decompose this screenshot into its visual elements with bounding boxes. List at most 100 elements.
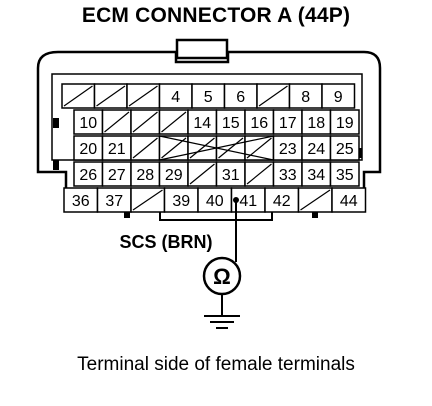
pin-label: 33	[279, 167, 297, 184]
connector-latch	[175, 38, 229, 60]
pin-28: 28	[130, 161, 161, 187]
pin-label: 41	[239, 193, 257, 210]
pin-cell	[191, 83, 226, 109]
pin-label: 29	[165, 167, 183, 184]
pin-4: 4	[158, 83, 193, 109]
pin-label: 15	[222, 115, 240, 132]
pin-cell	[197, 187, 233, 213]
pin-cell	[264, 187, 300, 213]
unused-pin-slash	[63, 85, 93, 107]
unused-pin-slash	[161, 111, 187, 133]
pin-20: 20	[73, 135, 104, 161]
pin-label: 19	[336, 115, 354, 132]
probe-label: SCS (BRN)	[120, 232, 213, 252]
pin-blank	[130, 135, 161, 161]
pin-24: 24	[301, 135, 332, 161]
probe-tip	[233, 197, 239, 203]
pin-label: 23	[279, 141, 297, 158]
pin-9: 9	[321, 83, 356, 109]
bottom-key-right	[312, 210, 318, 218]
pin-label: 5	[204, 89, 213, 106]
pin-44: 44	[331, 187, 367, 213]
pin-10: 10	[73, 109, 104, 135]
pin-cell	[301, 109, 332, 135]
pin-35: 35	[329, 161, 360, 187]
unused-pin-slash	[218, 137, 244, 159]
pin-blank	[244, 135, 275, 161]
pin-cell	[163, 187, 199, 213]
pin-39: 39	[163, 187, 199, 213]
pin-42: 42	[264, 187, 300, 213]
pin-blank	[158, 135, 189, 161]
pin-label: 24	[307, 141, 325, 158]
pin-cell	[158, 161, 189, 187]
pin-label: 34	[307, 167, 325, 184]
pin-36: 36	[63, 187, 99, 213]
pin-cell	[187, 109, 218, 135]
pin-label: 20	[79, 141, 97, 158]
ground-icon	[204, 315, 240, 329]
pin-6: 6	[223, 83, 258, 109]
pin-label: 8	[301, 89, 310, 106]
pin-37: 37	[96, 187, 132, 213]
pin-label: 40	[206, 193, 224, 210]
pin-33: 33	[272, 161, 303, 187]
pin-label: 14	[193, 115, 211, 132]
pin-blank	[297, 187, 333, 213]
unused-pin-slash	[132, 189, 163, 211]
unused-pin-slash	[189, 137, 215, 159]
pin-cell	[329, 135, 360, 161]
pin-18: 18	[301, 109, 332, 135]
pin-label: 39	[172, 193, 190, 210]
pin-label: 26	[79, 167, 97, 184]
pin-cell	[329, 161, 360, 187]
connector-title: ECM CONNECTOR A (44P)	[81, 4, 351, 27]
unused-pin-slash	[189, 163, 215, 185]
pin-blank	[256, 83, 291, 109]
pin-label: 31	[222, 167, 240, 184]
connector-bottom-tab	[159, 210, 273, 221]
pin-27: 27	[101, 161, 132, 187]
pin-blank	[130, 187, 166, 213]
diagram-caption: Terminal side of female terminals	[77, 354, 355, 375]
pin-cell	[272, 161, 303, 187]
pin-16: 16	[244, 109, 275, 135]
blank-block-cross-b	[159, 135, 274, 161]
unused-pin-slash	[246, 137, 272, 159]
pin-label: 16	[250, 115, 268, 132]
pin-label: 10	[79, 115, 97, 132]
pin-label: 44	[340, 193, 358, 210]
pin-blank	[215, 135, 246, 161]
pin-label: 42	[273, 193, 291, 210]
pin-label: 4	[171, 89, 180, 106]
pin-26: 26	[73, 161, 104, 187]
pin-15: 15	[215, 109, 246, 135]
unused-pin-slash	[128, 85, 158, 107]
pin-cell	[272, 109, 303, 135]
pin-blank	[130, 109, 161, 135]
pin-cell	[272, 135, 303, 161]
pin-label: 6	[236, 89, 245, 106]
unused-pin-slash	[246, 163, 272, 185]
pin-cell	[130, 161, 161, 187]
unused-pin-slash	[258, 85, 288, 107]
pin-40: 40	[197, 187, 233, 213]
pin-cell	[321, 83, 356, 109]
pin-17: 17	[272, 109, 303, 135]
pin-cell	[223, 83, 258, 109]
pin-blank	[126, 83, 161, 109]
pin-cell	[329, 109, 360, 135]
pin-label: 18	[307, 115, 325, 132]
ohm-symbol: Ω	[213, 264, 231, 289]
pin-label: 25	[336, 141, 354, 158]
pin-label: 35	[336, 167, 354, 184]
pin-23: 23	[272, 135, 303, 161]
pin-31: 31	[215, 161, 246, 187]
pin-cell	[244, 109, 275, 135]
pin-cell	[331, 187, 367, 213]
pin-14: 14	[187, 109, 218, 135]
pin-cell	[215, 161, 246, 187]
